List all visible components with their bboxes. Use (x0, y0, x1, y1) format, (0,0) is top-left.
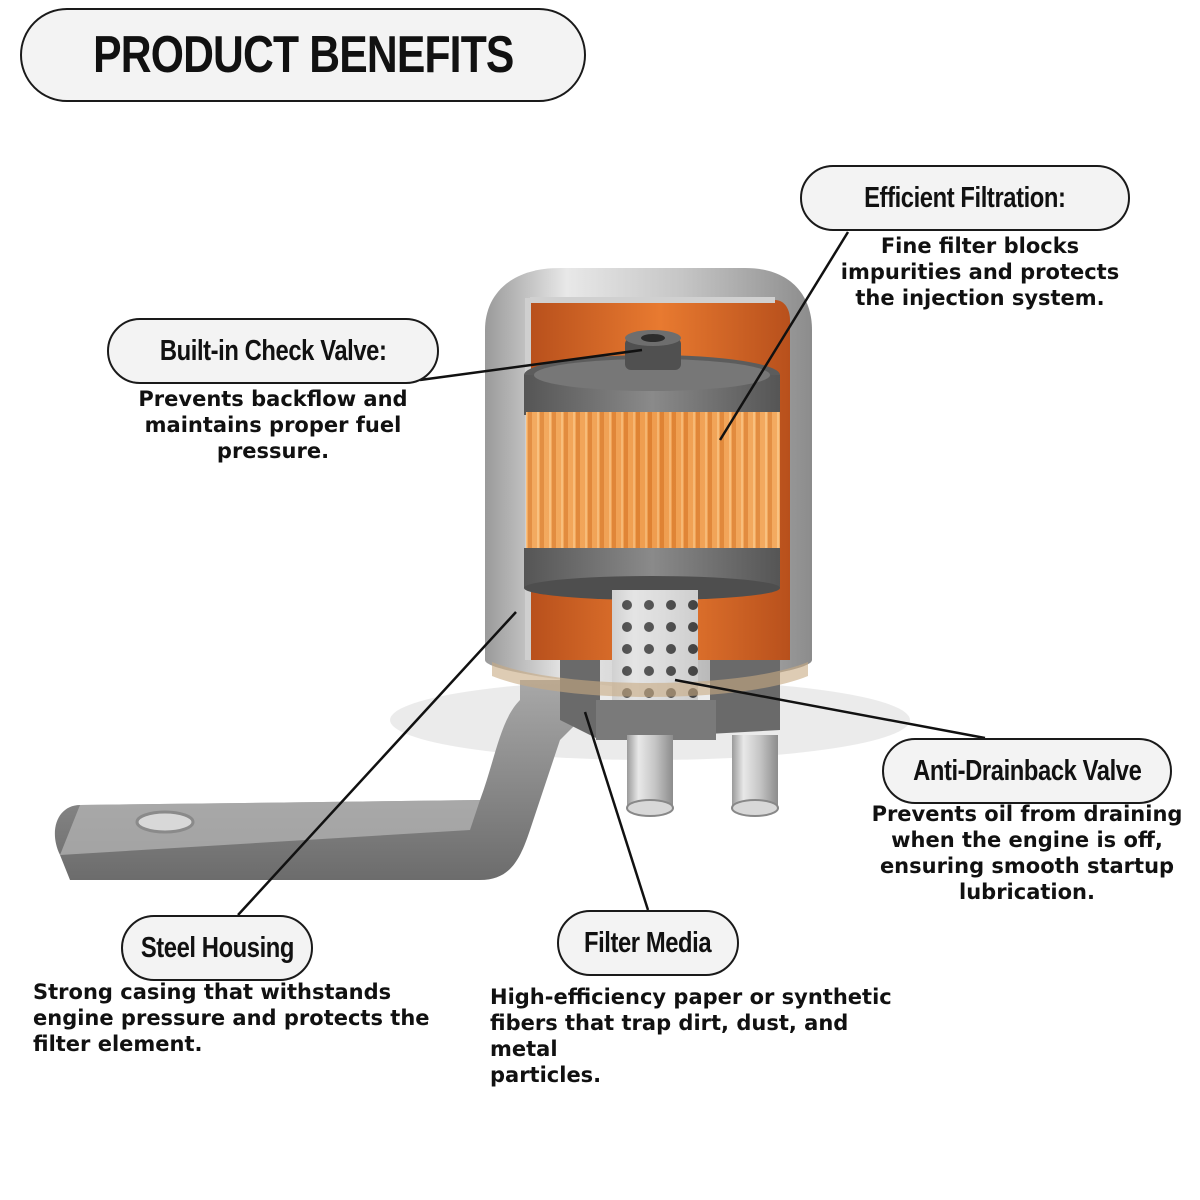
anti-drainback-label: Anti-Drainback Valve (882, 738, 1172, 804)
outlet-pipe-left (627, 735, 673, 810)
bracket-hole (135, 810, 195, 834)
filter-media-description: High-efficiency paper or synthetic fiber… (490, 985, 892, 1087)
steel-housing-description: Strong casing that withstands engine pre… (33, 980, 430, 1056)
leader-line-filter-media (583, 711, 650, 911)
check-valve-label: Built-in Check Valve: (107, 318, 439, 384)
filter-media-label: Filter Media (557, 910, 739, 976)
leader-line-efficient-filtration (718, 231, 850, 441)
leader-line-check-valve (419, 348, 643, 382)
page-title: PRODUCT BENEFITS (20, 8, 586, 102)
check-valve (625, 338, 681, 370)
page-title-text: PRODUCT BENEFITS (92, 26, 514, 84)
anti-drainback-description: Prevents oil from draining when the engi… (871, 802, 1183, 904)
check-valve-description: Prevents backflow and maintains proper f… (138, 387, 408, 463)
efficient-filtration-label: Efficient Filtration: (800, 165, 1130, 231)
outlet-pipe-right (732, 735, 778, 810)
leader-line-anti-drainback (674, 678, 986, 740)
efficient-filtration-description: Fine filter blocks impurities and protec… (840, 234, 1120, 310)
steel-housing-label: Steel Housing (121, 915, 313, 981)
leader-line-steel-housing (237, 611, 517, 916)
